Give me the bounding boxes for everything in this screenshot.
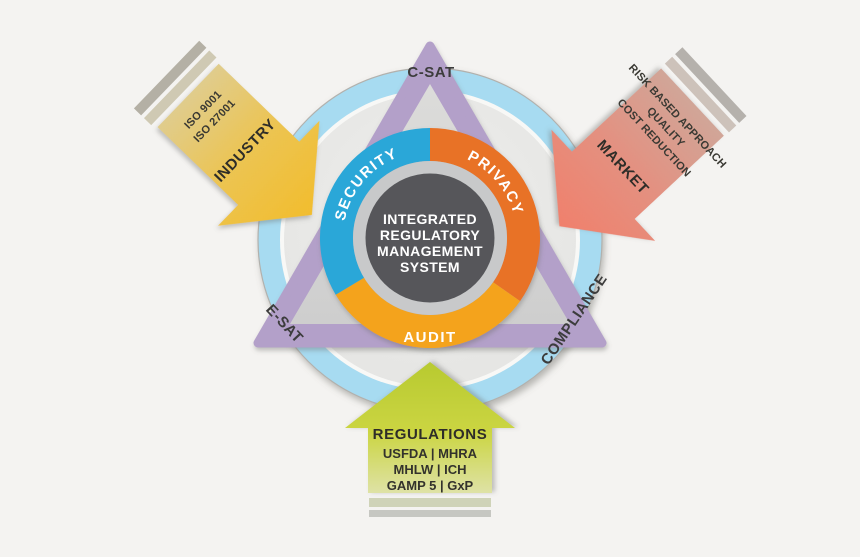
- regulations-arrow-stripe-outer: [369, 510, 491, 517]
- center-line-3: MANAGEMENT: [377, 243, 483, 259]
- center-line-2: REGULATORY: [380, 227, 480, 243]
- market-arrow-stripe-outer: [675, 47, 747, 123]
- center-title: INTEGRATED REGULATORY MANAGEMENT SYSTEM: [377, 211, 483, 275]
- donut-group: [319, 127, 540, 349]
- regulations-item-mhlw: MHLW | ICH: [394, 462, 467, 477]
- industry-arrow-body: [157, 63, 320, 226]
- industry-arrow-stripe-outer: [133, 40, 207, 116]
- market-arrow-stripe-inner: [664, 56, 737, 133]
- donut-segment-audit: [335, 277, 521, 349]
- center-line-1: INTEGRATED: [383, 211, 477, 227]
- triangle-label-csat: C-SAT: [407, 64, 454, 81]
- market-arrow-body: [551, 68, 724, 241]
- industry-arrow-stripe-inner: [143, 50, 217, 126]
- regulations-arrow-stripe-inner: [369, 498, 491, 507]
- center-line-4: SYSTEM: [400, 259, 460, 275]
- regulations-arrow-body: [345, 362, 515, 493]
- center-dark-circle: [365, 173, 495, 303]
- regulations-arrow-label: REGULATIONS: [373, 426, 488, 443]
- regulations-item-usfda: USFDA | MHRA: [383, 446, 478, 461]
- donut-segment-security: [319, 127, 430, 295]
- industry-arrow: ISO 9001 ISO 27001 INDUSTRY: [133, 40, 320, 226]
- segment-label-audit: AUDIT: [403, 329, 456, 346]
- donut-segment-privacy: [430, 128, 540, 302]
- regulations-arrow: [345, 362, 515, 517]
- regulations-item-gamp: GAMP 5 | GxP: [387, 478, 474, 493]
